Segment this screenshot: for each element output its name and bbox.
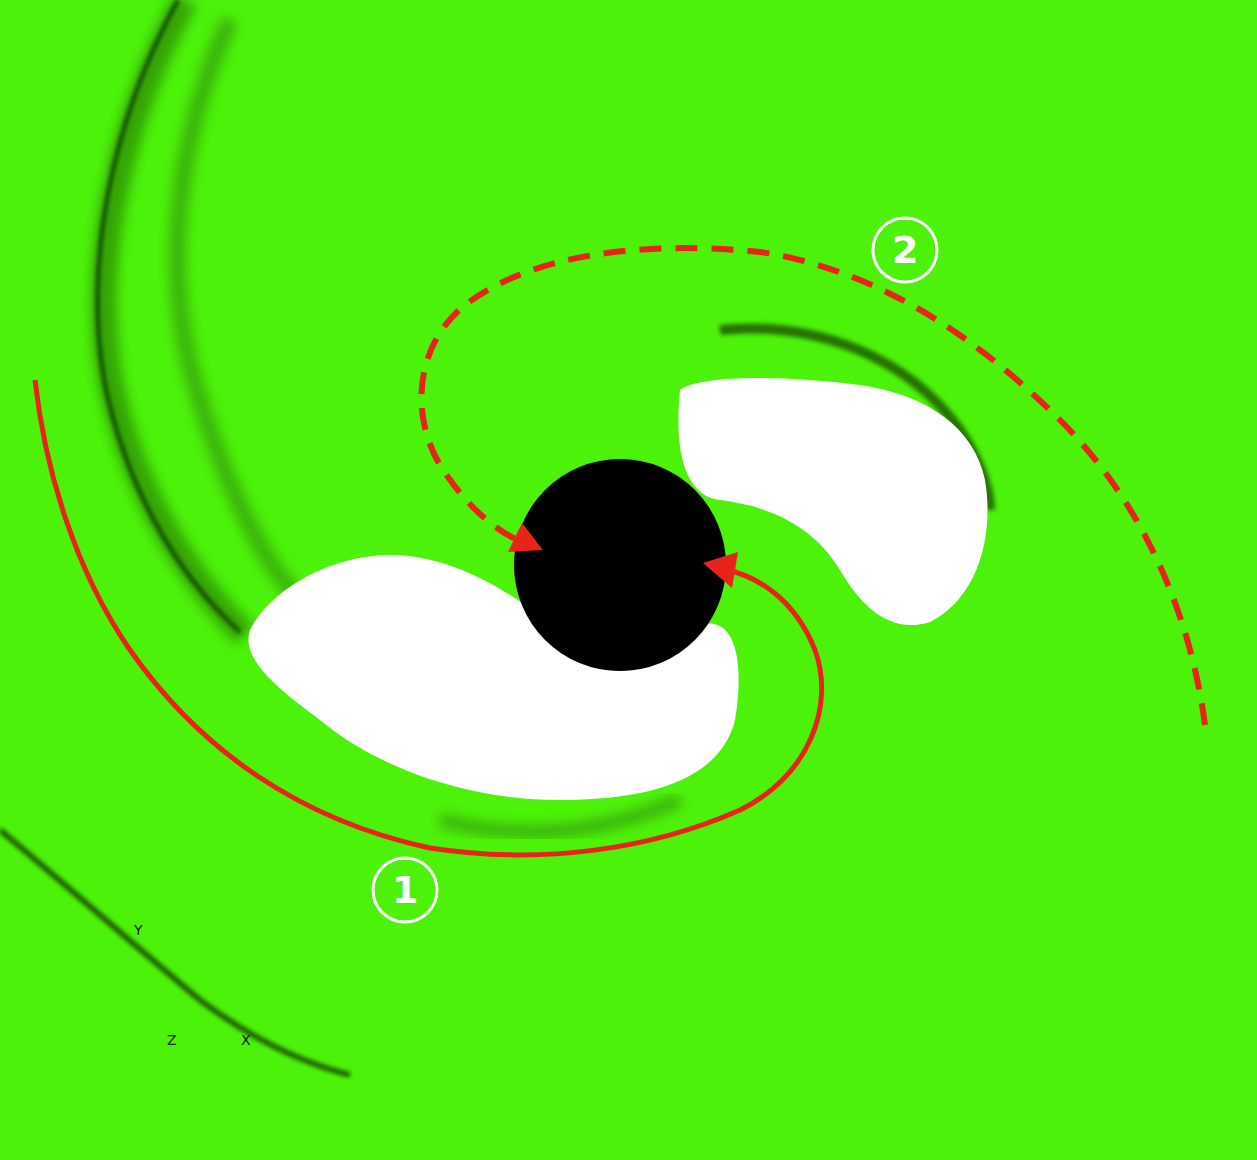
spiral-shadow xyxy=(440,800,680,832)
spiral-edge xyxy=(0,830,350,1075)
callout-ring xyxy=(873,218,937,282)
axis-label: Y xyxy=(134,923,143,937)
flow-path xyxy=(35,380,822,855)
spiral-shadow xyxy=(177,20,300,600)
spiral-edge xyxy=(98,0,240,632)
flow-path xyxy=(421,248,1205,725)
white-lobe xyxy=(678,378,987,625)
arrowhead xyxy=(508,523,543,552)
arrowhead xyxy=(703,552,738,588)
callout-ring xyxy=(373,858,437,922)
axis-label: Z xyxy=(167,1033,177,1047)
axis-label: X xyxy=(241,1033,251,1047)
callout-number: 1 xyxy=(392,871,418,909)
central-body xyxy=(514,459,726,671)
callout-number: 2 xyxy=(892,231,918,269)
